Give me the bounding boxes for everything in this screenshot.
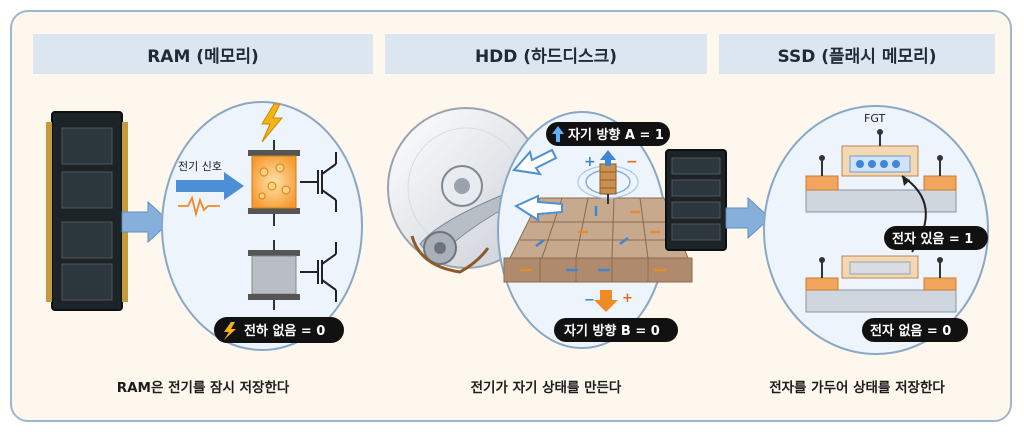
electron-absent-label: 전자 없음 = 0 <box>870 323 951 339</box>
ram-arrow-icon <box>121 200 171 244</box>
lightning-small-icon <box>224 322 236 340</box>
ram-header: RAM (메모리) <box>33 34 373 74</box>
arrow-down-orange-icon <box>594 290 618 312</box>
ram-title: RAM (메모리) <box>147 46 259 67</box>
hdd-pointer-arrow-top-icon <box>512 148 558 176</box>
minus-sign-bottom: − <box>584 293 595 308</box>
fgt-label: FGT <box>864 112 885 125</box>
floating-gate-transistor-charged <box>805 129 957 213</box>
minus-sign-right: − <box>626 154 638 170</box>
hdd-header: HDD (하드디스크) <box>385 34 707 74</box>
ssd-chip <box>665 149 727 251</box>
ram-caption-box: RAM은 전기를 잠시 저장한다 <box>33 374 373 398</box>
ssd-title: SSD (플래시 메모리) <box>777 46 937 67</box>
lightning-icon <box>261 103 284 143</box>
plus-sign-bottom: + <box>622 291 633 306</box>
direction-a-label: 자기 방향 A = 1 <box>568 127 664 143</box>
ssd-arrow-icon <box>725 196 771 240</box>
transistor-symbol-bottom <box>300 242 337 302</box>
charged-capacitor <box>248 140 300 226</box>
read-write-arm <box>410 195 509 274</box>
ssd-caption: 전자를 가두어 상태를 저장한다 <box>769 380 945 396</box>
ram-module <box>46 111 128 311</box>
hdd-title: HDD (하드디스크) <box>474 46 618 67</box>
electron-transfer-arrowhead-icon <box>902 176 910 186</box>
arrow-up-icon <box>552 126 564 142</box>
signal-wave-icon <box>178 195 220 218</box>
ram-zoom-circle <box>161 101 363 351</box>
hdd-caption: 전기가 자기 상태를 만든다 <box>470 380 622 396</box>
signal-label: 전기 신호 <box>178 160 222 173</box>
electron-absent-pill <box>862 318 968 342</box>
arrow-up-blue-icon <box>600 150 616 166</box>
electron-present-label: 전자 있음 = 1 <box>892 231 973 247</box>
electron-present-pill <box>884 226 988 250</box>
floating-gate-transistor-empty <box>805 255 957 313</box>
no-charge-pill <box>214 317 344 343</box>
hdd-pointer-arrow-icon <box>513 194 563 222</box>
empty-capacitor <box>248 240 300 310</box>
direction-b-pill <box>554 318 678 342</box>
direction-a-pill <box>546 122 670 146</box>
ram-caption: RAM은 전기를 잠시 저장한다 <box>116 380 290 396</box>
plus-sign-left: + <box>584 154 596 170</box>
signal-arrow-icon <box>176 172 244 200</box>
ssd-caption-box: 전자를 가두어 상태를 저장한다 <box>719 374 995 398</box>
ssd-header: SSD (플래시 메모리) <box>719 34 995 74</box>
hdd-caption-box: 전기가 자기 상태를 만든다 <box>385 374 707 398</box>
transistor-symbol-top <box>300 152 337 212</box>
direction-b-label: 자기 방향 B = 0 <box>564 323 660 339</box>
no-charge-label: 전하 없음 = 0 <box>244 323 325 339</box>
